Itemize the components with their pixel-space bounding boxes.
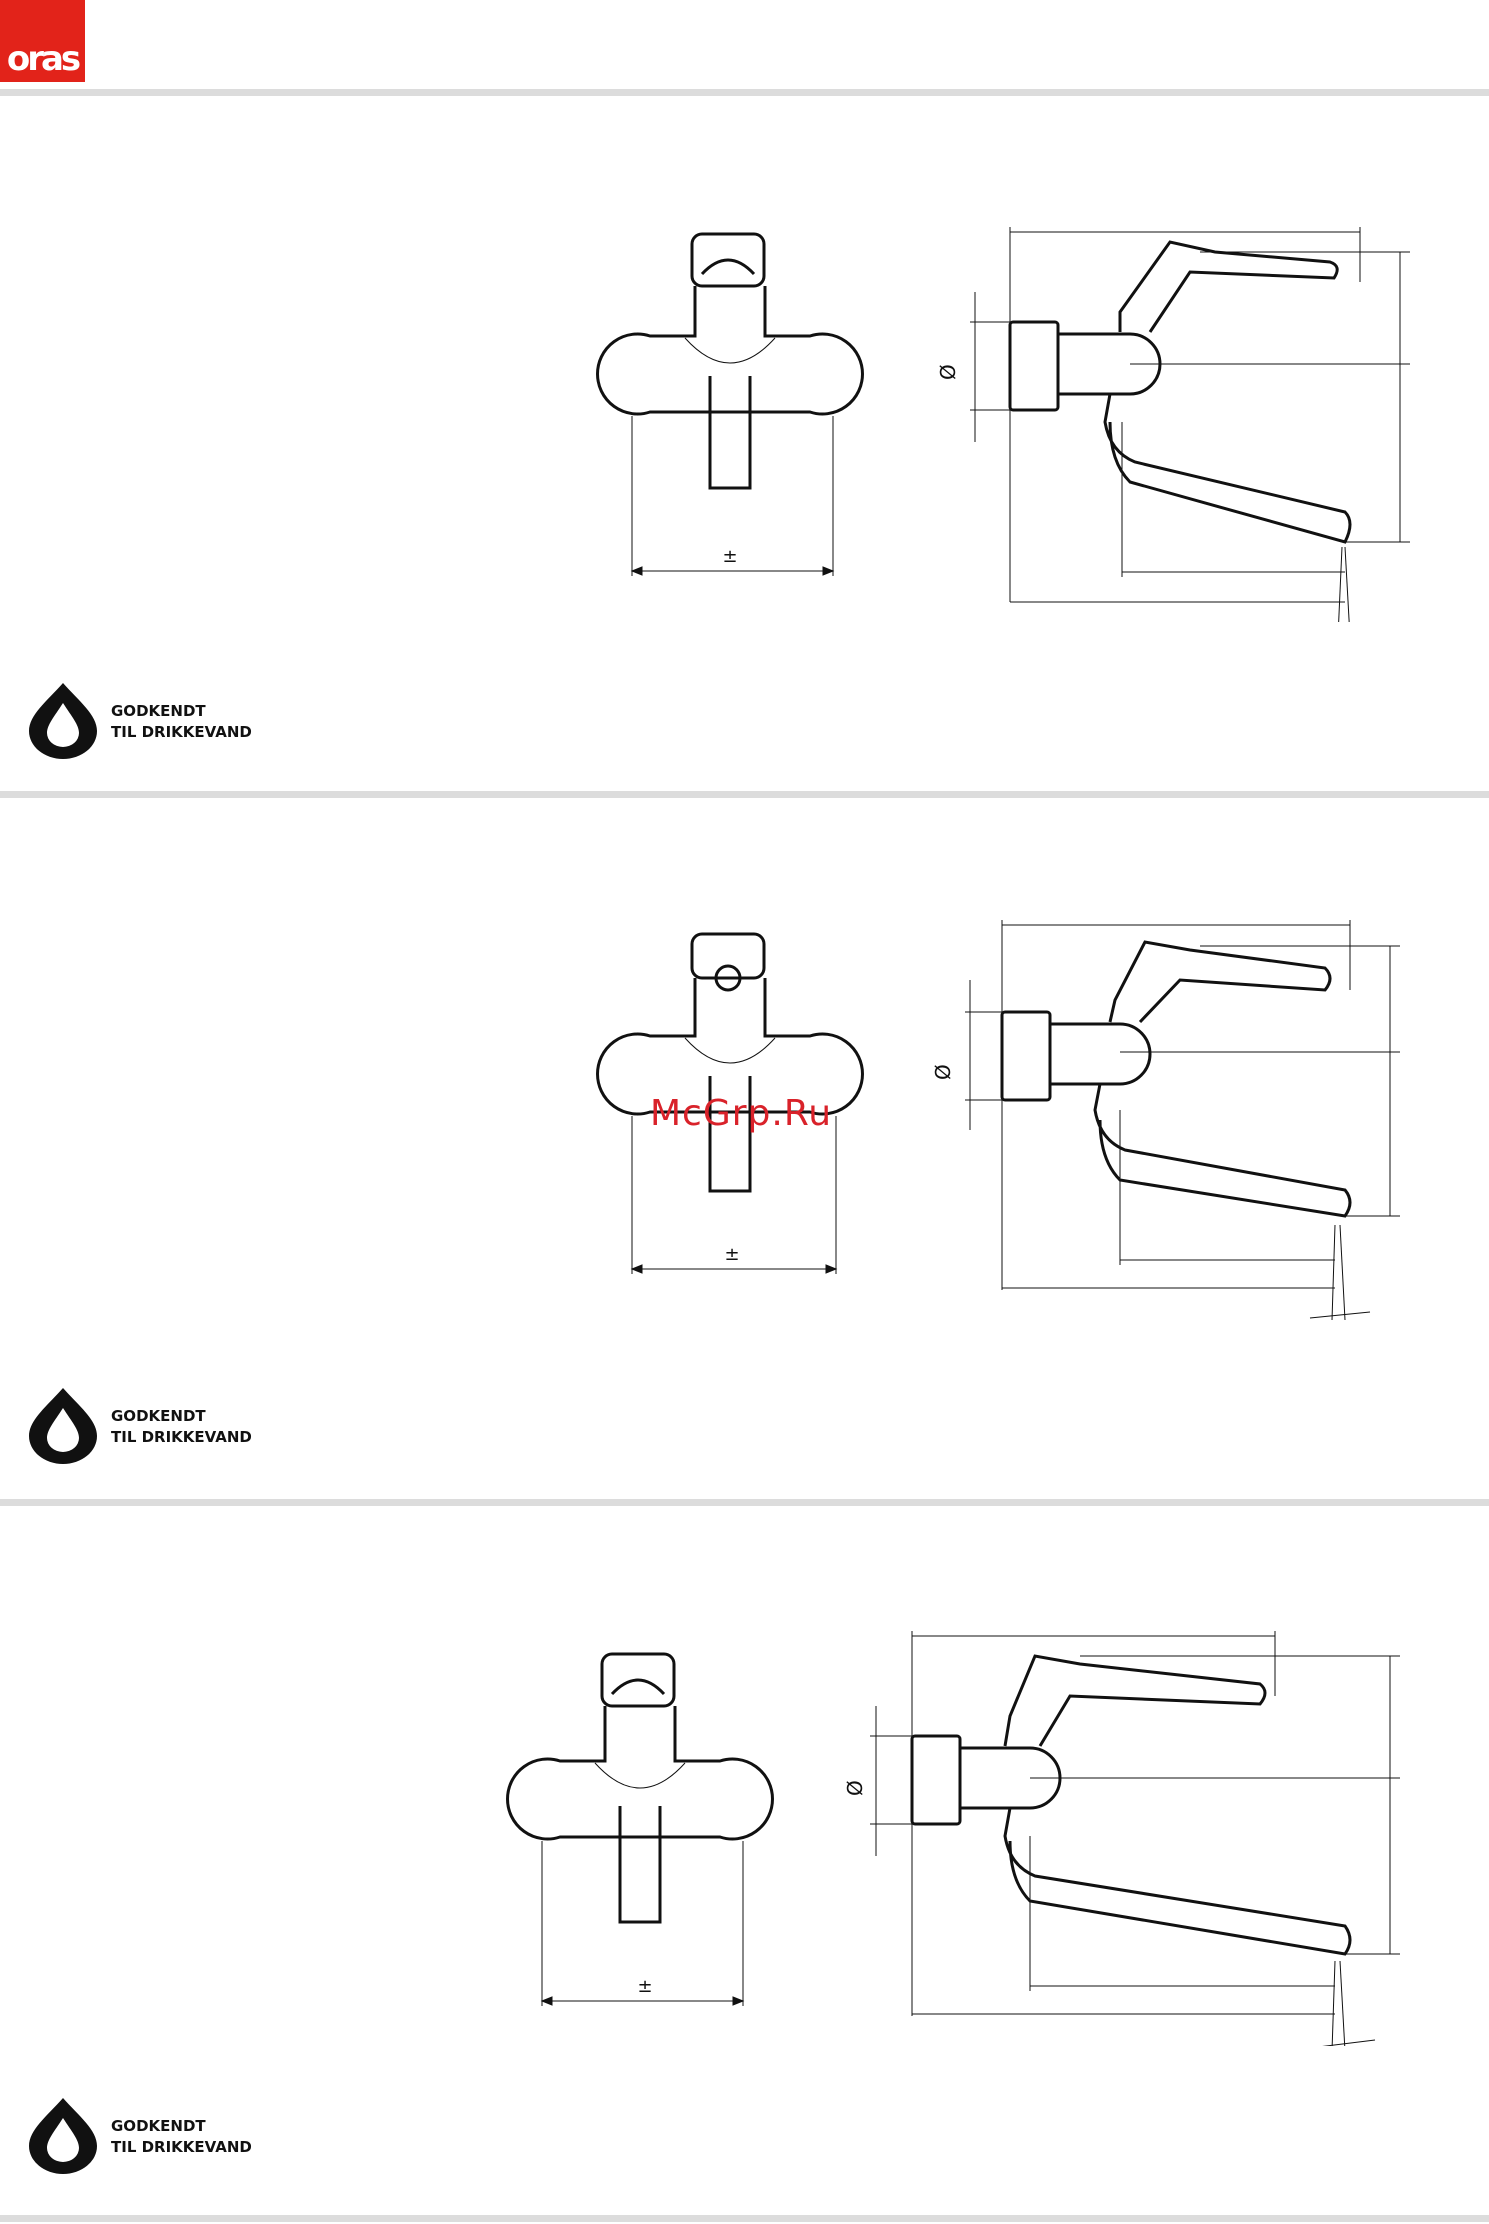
faucet-side-view: Ø bbox=[920, 880, 1420, 1320]
badge-text: GODKENDT TIL DRIKKEVAND bbox=[111, 701, 252, 743]
water-drop-icon bbox=[27, 1386, 99, 1464]
section-divider bbox=[0, 791, 1489, 798]
product-section-2: ± Ø bbox=[0, 798, 1489, 1498]
faucet-front-view: ± bbox=[580, 226, 900, 586]
faucet-side-view: Ø bbox=[930, 182, 1430, 622]
front-dim-label: ± bbox=[724, 1244, 739, 1265]
water-drop-icon bbox=[27, 681, 99, 759]
drinking-water-badge: GODKENDT TIL DRIKKEVAND bbox=[27, 2096, 327, 2174]
badge-text: GODKENDT TIL DRIKKEVAND bbox=[111, 1406, 252, 1448]
footer-divider bbox=[0, 2215, 1489, 2222]
badge-line-1: GODKENDT bbox=[111, 701, 252, 722]
product-section-1: ± Ø bbox=[0, 96, 1489, 791]
faucet-side-view: Ø bbox=[840, 1596, 1420, 2046]
side-dim-label: Ø bbox=[931, 1064, 955, 1080]
badge-line-1: GODKENDT bbox=[111, 1406, 252, 1427]
drinking-water-badge: GODKENDT TIL DRIKKEVAND bbox=[27, 1386, 327, 1464]
drinking-water-badge: GODKENDT TIL DRIKKEVAND bbox=[27, 681, 327, 759]
watermark: McGrp.Ru bbox=[650, 1093, 832, 1134]
front-dim-label: ± bbox=[722, 546, 737, 567]
side-dim-label: Ø bbox=[936, 364, 960, 380]
section-divider bbox=[0, 1499, 1489, 1506]
badge-text: GODKENDT TIL DRIKKEVAND bbox=[111, 2116, 252, 2158]
header-divider bbox=[0, 89, 1489, 96]
badge-line-2: TIL DRIKKEVAND bbox=[111, 722, 252, 743]
front-dim-label: ± bbox=[637, 1976, 652, 1997]
oras-logo: oras bbox=[0, 0, 85, 82]
side-dim-label: Ø bbox=[843, 1780, 867, 1796]
logo-text: oras bbox=[7, 42, 78, 76]
badge-line-1: GODKENDT bbox=[111, 2116, 252, 2137]
faucet-front-view: ± bbox=[490, 1646, 810, 2016]
product-section-3: ± Ø bbox=[0, 1506, 1489, 2211]
water-drop-icon bbox=[27, 2096, 99, 2174]
badge-line-2: TIL DRIKKEVAND bbox=[111, 1427, 252, 1448]
badge-line-2: TIL DRIKKEVAND bbox=[111, 2137, 252, 2158]
